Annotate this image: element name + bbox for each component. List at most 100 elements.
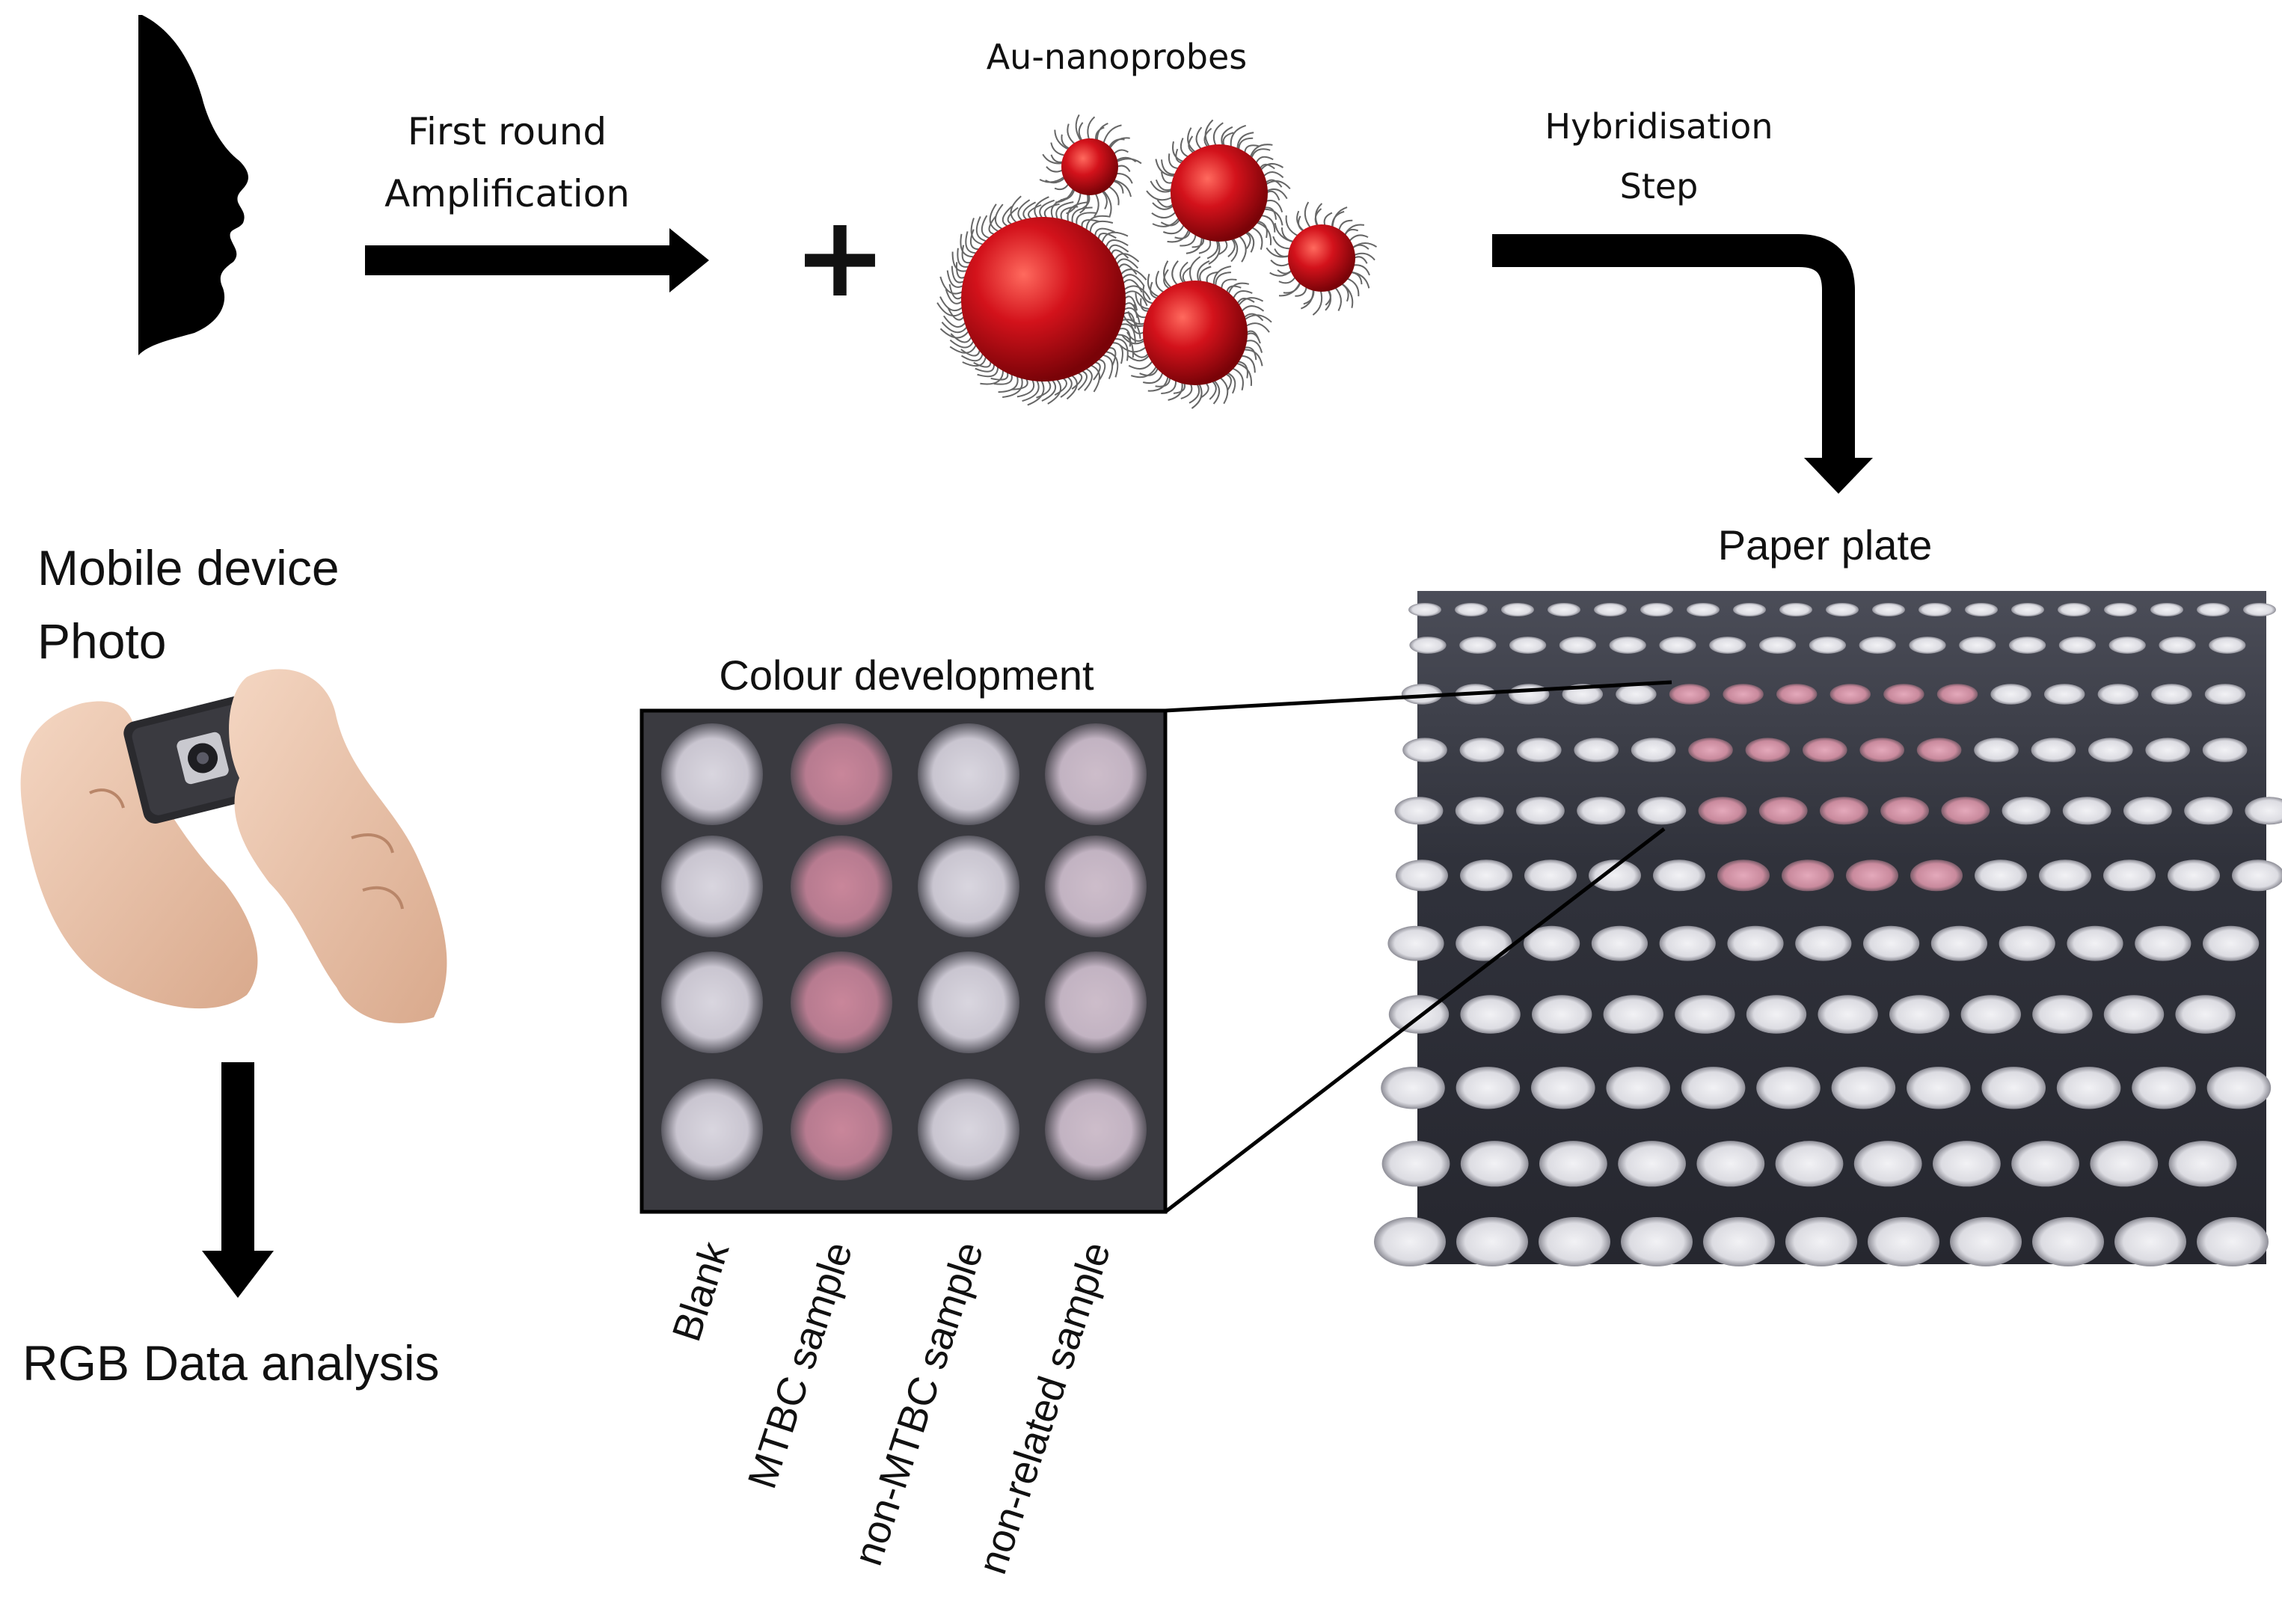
nanoprobe-strand: [957, 248, 970, 268]
plate-well: [1456, 925, 1512, 961]
nanoprobe-strand: [1115, 158, 1142, 165]
plate-well: [1374, 1217, 1446, 1266]
nanoprobe-strand: [1224, 373, 1232, 391]
nanoprobe-strand: [1312, 289, 1323, 316]
plate-well: [1460, 995, 1521, 1034]
nanoprobe-strand: [1274, 223, 1295, 243]
nanoprobe-strand: [1163, 260, 1173, 289]
plate-well: [1509, 684, 1550, 705]
nanoprobe-strand: [1142, 372, 1164, 384]
plate-well: [1515, 797, 1565, 825]
plate-well-coloured: [1758, 797, 1808, 825]
nanoprobe-strand: [1105, 239, 1129, 248]
nanoprobe-strand: [1045, 177, 1066, 184]
nanoprobe-strand: [1155, 179, 1173, 191]
nanoprobe-strand: [1219, 376, 1229, 405]
plate-well: [1756, 1067, 1821, 1109]
nanoprobe-strand: [1232, 289, 1253, 300]
plate-well: [2145, 738, 2190, 762]
nanoprobe-strand: [1231, 367, 1244, 391]
nanoprobe-strand: [1155, 376, 1171, 387]
plate-well: [2114, 1217, 2186, 1266]
nanoprobe-strand: [1050, 154, 1064, 163]
nanoprobe-strand: [1340, 282, 1354, 308]
colour-development-label: Colour development: [719, 652, 1094, 699]
nanoprobe-strand: [1264, 179, 1283, 188]
step-label: Step: [1620, 166, 1699, 206]
plate-well: [2197, 603, 2230, 616]
plate-well: [1548, 603, 1580, 616]
plate-well: [1459, 738, 1505, 762]
plate-well: [1999, 925, 2055, 961]
nanoprobe-strand: [1151, 211, 1177, 219]
nanoprobe-strand: [1255, 221, 1272, 245]
nanoprobe-strand: [1097, 358, 1106, 380]
nanoprobe-strand: [1263, 171, 1284, 179]
plate-well: [1616, 684, 1657, 705]
nanoparticle-top-right: [1171, 144, 1268, 242]
camera-hands-icon: [20, 669, 447, 1023]
nanoprobe-strand: [1172, 141, 1185, 163]
plate-well: [1402, 738, 1447, 762]
plate-well: [2032, 995, 2093, 1034]
well-label-mtbc: MTBC sample: [740, 1237, 862, 1494]
nanoprobe-strand: [1243, 349, 1263, 367]
plate-well: [1950, 1217, 2022, 1266]
plate-well: [1621, 1217, 1693, 1266]
nanoprobe-strand: [1260, 163, 1284, 171]
nanoprobe-strand: [1156, 199, 1174, 208]
nanoparticle-right-small: [1288, 224, 1355, 292]
plate-well: [2202, 738, 2248, 762]
nanoprobe-strand: [1240, 355, 1256, 373]
plate-well: [1975, 860, 2027, 892]
nanoprobe-strand: [1245, 231, 1251, 249]
nanoprobe-strand: [1189, 256, 1201, 283]
plate-well: [1933, 1141, 2001, 1187]
nanoprobe-strand: [975, 215, 987, 242]
nanoprobe-strand: [1022, 379, 1040, 402]
plate-well-coloured: [1910, 860, 1963, 892]
nanoprobe-strand: [1236, 298, 1255, 305]
plate-well-coloured: [1829, 684, 1871, 705]
nanoprobe-strand: [1244, 144, 1259, 154]
plate-well: [2108, 637, 2146, 654]
nanoprobe-strand: [1325, 289, 1331, 311]
nanoprobe-strand: [1188, 383, 1200, 404]
nanoprobe-strand: [1142, 286, 1154, 304]
nanoprobe-strand: [1078, 122, 1084, 141]
inset-well: [918, 952, 1019, 1053]
plate-well: [2067, 925, 2123, 961]
nanoprobe-strand: [1296, 210, 1305, 232]
plate-well: [1930, 925, 1987, 961]
nanoprobe-strand: [1245, 332, 1261, 344]
nanoprobe-strand: [1266, 189, 1288, 200]
nanoprobe-strand: [1227, 238, 1236, 257]
nanoprobe-strand: [1251, 148, 1271, 159]
plate-well-coloured: [1916, 738, 1962, 762]
plate-well: [2184, 797, 2233, 825]
nanoprobe-strand: [1105, 351, 1119, 378]
nanoprobe-strand: [969, 229, 981, 251]
nanoprobe-strand: [1079, 193, 1089, 214]
nanoprobe-strand: [1338, 219, 1353, 232]
hybridisation-arrow: [1492, 234, 1873, 494]
nanoprobe-strand: [1061, 134, 1070, 150]
plate-well: [1524, 925, 1580, 961]
nanoprobe-strand: [1195, 126, 1203, 150]
plate-well: [1853, 1141, 1922, 1187]
nanoprobe-strand: [1221, 126, 1233, 147]
inset-well: [791, 1079, 892, 1180]
nanoprobe-strand: [1054, 377, 1067, 396]
plate-well: [2203, 925, 2260, 961]
nanoprobe-strand: [1230, 124, 1247, 148]
nanoprobe-strand: [936, 302, 964, 317]
plate-well: [2245, 797, 2282, 825]
nanoprobe-strand: [1155, 159, 1176, 177]
nanoprobes-cluster: [936, 114, 1378, 409]
plate-well: [1872, 603, 1905, 616]
plate-well: [1696, 1141, 1765, 1187]
nanoprobe-strand: [1050, 142, 1066, 156]
nanoprobe-strand: [1349, 234, 1369, 242]
nanoprobe-strand: [1152, 217, 1180, 227]
